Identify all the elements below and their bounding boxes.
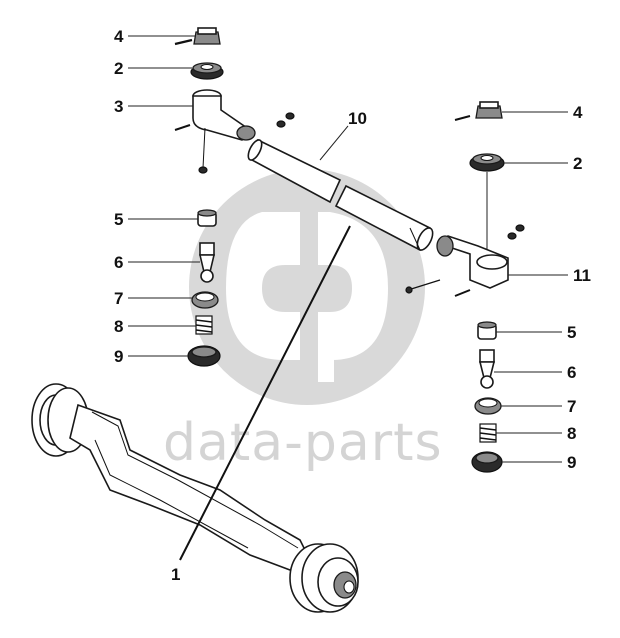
callout-axle-1: 1 bbox=[171, 565, 180, 584]
right-spring bbox=[479, 423, 497, 443]
callout-left-6: 6 bbox=[114, 253, 123, 272]
callout-right-2: 2 bbox=[573, 154, 582, 173]
right-plug bbox=[471, 451, 503, 473]
right-tie-rod-end bbox=[405, 172, 525, 297]
right-dust-seal bbox=[469, 153, 505, 172]
watermark-circle bbox=[189, 169, 425, 405]
leader-lines bbox=[128, 35, 568, 561]
callout-left-5: 5 bbox=[114, 210, 123, 229]
callout-right-11: 11 bbox=[573, 266, 591, 285]
callout-right-7: 7 bbox=[567, 397, 576, 416]
callout-left-8: 8 bbox=[114, 317, 123, 336]
right-bush bbox=[477, 321, 497, 340]
right-castle-nut bbox=[454, 101, 503, 121]
tie-rod-tube bbox=[247, 138, 434, 252]
left-castle-nut bbox=[174, 27, 221, 46]
callout-right-6: 6 bbox=[567, 363, 576, 382]
watermark-d-glyph bbox=[226, 212, 300, 360]
callout-rod-10: 10 bbox=[348, 109, 367, 128]
right-seat bbox=[474, 397, 502, 415]
callout-right-8: 8 bbox=[567, 424, 576, 443]
watermark-p-stem bbox=[318, 312, 334, 382]
callout-labels: 4 2 3 10 5 6 7 8 9 4 2 11 5 6 7 8 9 1 bbox=[114, 27, 591, 584]
callout-left-3: 3 bbox=[114, 97, 123, 116]
callout-left-4: 4 bbox=[114, 27, 124, 46]
left-tie-rod-end bbox=[174, 89, 295, 174]
callout-right-4: 4 bbox=[573, 103, 583, 122]
watermark-text: data-parts bbox=[163, 413, 443, 473]
callout-left-7: 7 bbox=[114, 289, 123, 308]
callout-right-5: 5 bbox=[567, 323, 576, 342]
callout-left-2: 2 bbox=[114, 59, 123, 78]
left-seat bbox=[191, 291, 219, 309]
watermark-logo bbox=[189, 169, 425, 405]
left-bush bbox=[197, 209, 217, 227]
left-dust-seal bbox=[190, 62, 224, 80]
callout-right-9: 9 bbox=[567, 453, 576, 472]
watermark-p-glyph bbox=[318, 212, 388, 360]
left-spring bbox=[195, 315, 213, 335]
left-plug bbox=[187, 345, 221, 367]
callout-left-9: 9 bbox=[114, 347, 123, 366]
left-ball-pin bbox=[198, 242, 216, 283]
right-ball-pin bbox=[478, 349, 496, 389]
front-axle-beam bbox=[31, 383, 359, 613]
